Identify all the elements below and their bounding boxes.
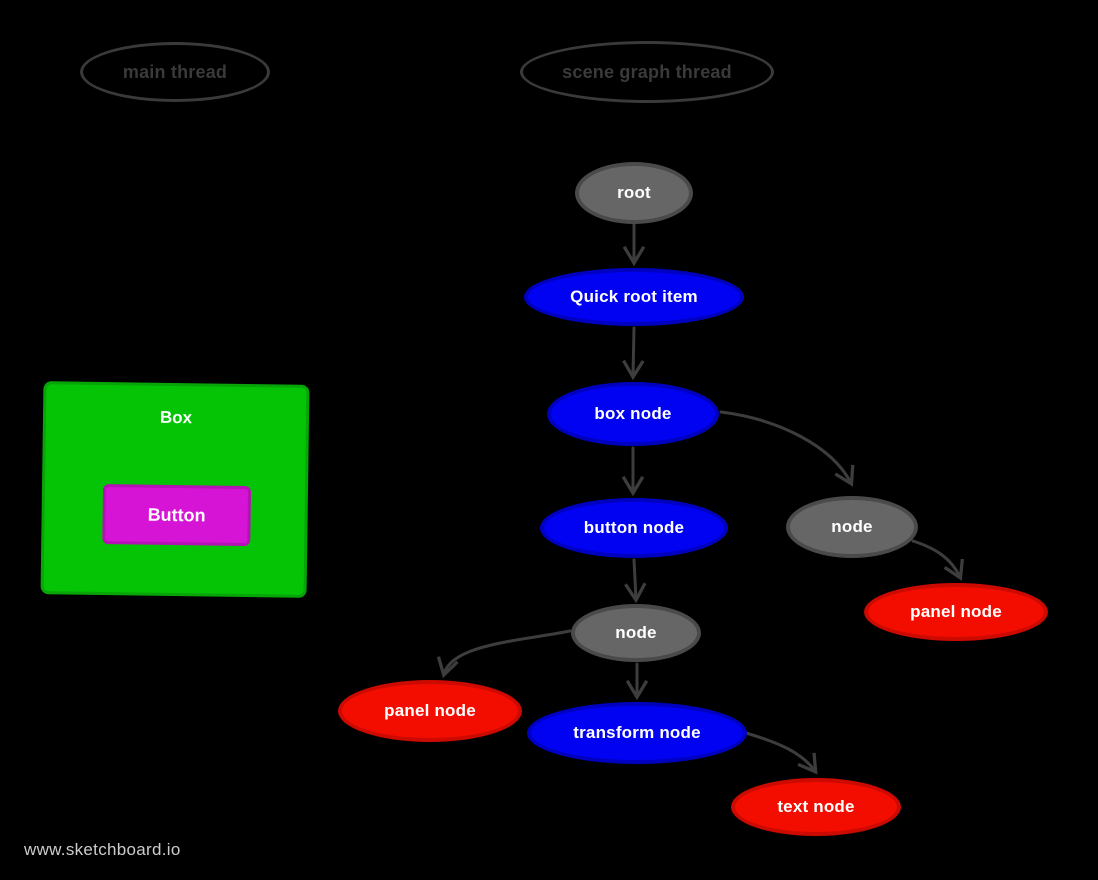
node-transform-node-label: transform node — [573, 723, 701, 742]
node-panel-node-left-label: panel node — [384, 701, 476, 720]
node-right-label: node — [831, 517, 873, 536]
edge-node-right-to-panel-node-right — [911, 539, 965, 581]
node-box-node-label: box node — [594, 404, 672, 423]
thread-ellipse-main[interactable]: main thread — [80, 42, 270, 102]
node-middle[interactable]: node — [571, 604, 701, 662]
node-quick-root-item[interactable]: Quick root item — [524, 268, 744, 326]
node-root[interactable]: root — [575, 162, 693, 224]
edge-box-node-to-node-right — [719, 410, 855, 487]
node-transform-node[interactable]: transform node — [527, 702, 747, 764]
node-button-node[interactable]: button node — [540, 498, 728, 558]
node-text-node-label: text node — [777, 797, 855, 816]
button-label: Button — [147, 504, 206, 525]
node-quick-root-item-label: Quick root item — [570, 287, 698, 306]
node-right[interactable]: node — [786, 496, 918, 558]
edge-node-middle-to-panel-node-left — [436, 629, 572, 679]
edge-button-node-to-node-middle — [624, 558, 647, 604]
thread-label-scene-graph: scene graph thread — [562, 61, 732, 82]
button-shape[interactable]: Button — [102, 483, 252, 547]
box-label: Box — [159, 407, 193, 428]
edge-quick-root-item-to-box-node — [622, 326, 645, 381]
node-panel-node-right[interactable]: panel node — [864, 583, 1048, 641]
box-shape[interactable]: Box Button — [40, 381, 310, 598]
node-middle-label: node — [615, 623, 657, 642]
sketchboard-watermark-link[interactable]: www.sketchboard.io — [24, 840, 181, 859]
thread-ellipse-scene-graph[interactable]: scene graph thread — [520, 41, 774, 103]
node-root-label: root — [617, 183, 651, 202]
thread-label-main: main thread — [122, 61, 228, 82]
node-panel-node-right-label: panel node — [910, 602, 1002, 621]
node-panel-node-left[interactable]: panel node — [338, 680, 522, 742]
node-button-node-label: button node — [583, 518, 685, 537]
edge-transform-node-to-text-node — [744, 731, 818, 775]
node-box-node[interactable]: box node — [547, 382, 719, 446]
node-text-node[interactable]: text node — [731, 778, 901, 836]
